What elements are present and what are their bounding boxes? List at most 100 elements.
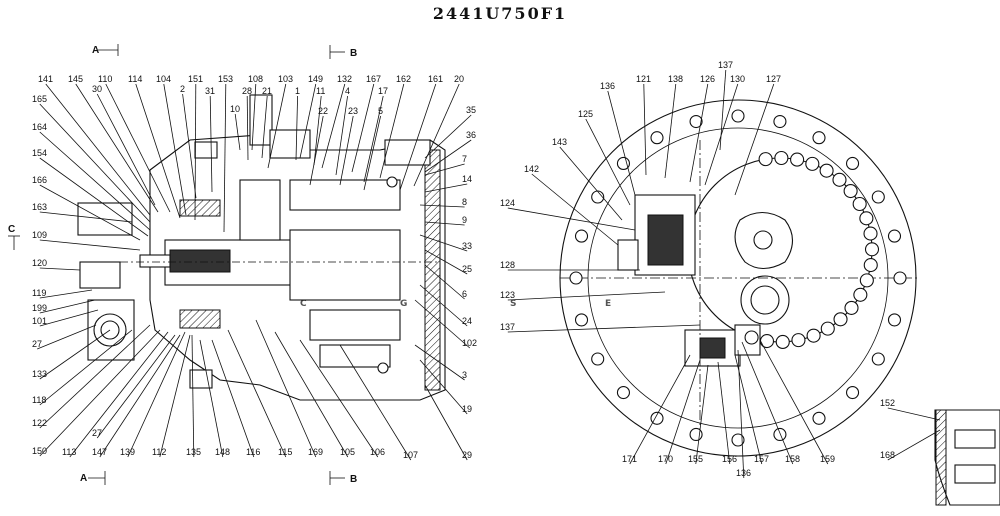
bolt-hole bbox=[650, 411, 664, 425]
left-callout: 3 bbox=[414, 344, 467, 381]
bolt-hole bbox=[773, 427, 787, 442]
leader-line bbox=[413, 83, 460, 187]
leader-line bbox=[39, 131, 151, 231]
bolt-hole bbox=[887, 313, 902, 327]
leader-line bbox=[39, 289, 93, 299]
bearing-ball bbox=[859, 211, 874, 226]
left-callout: 31 bbox=[205, 86, 215, 193]
part-number: 145 bbox=[68, 74, 83, 84]
part-number: 22 bbox=[318, 106, 328, 116]
part-number: 31 bbox=[205, 86, 215, 96]
leader-line bbox=[424, 384, 468, 461]
drawing-title: 2441U750F1 bbox=[432, 4, 568, 23]
left-callout: 118 bbox=[32, 329, 133, 406]
leader-line bbox=[607, 90, 636, 196]
part-number: 1 bbox=[295, 86, 300, 96]
part-number: 150 bbox=[32, 446, 47, 456]
part-number: 6 bbox=[462, 289, 467, 299]
part-number: 137 bbox=[500, 322, 515, 332]
leader-line bbox=[424, 183, 468, 193]
leader-line bbox=[299, 83, 317, 159]
leader-line bbox=[664, 83, 677, 179]
left-callout: 150 bbox=[32, 329, 161, 457]
leader-line bbox=[274, 331, 349, 458]
leader-line bbox=[182, 93, 197, 199]
left-callout: 101 bbox=[32, 309, 99, 327]
left-callout: 109 bbox=[32, 230, 141, 251]
motor-cross-section bbox=[77, 94, 446, 401]
bolt-hole bbox=[846, 386, 860, 400]
left-callout: 148 bbox=[199, 339, 230, 458]
leader-line bbox=[741, 341, 794, 465]
leader-line bbox=[255, 319, 317, 458]
leader-line bbox=[424, 221, 465, 226]
section-c-label: C bbox=[8, 224, 15, 235]
part-number: 114 bbox=[128, 74, 142, 84]
part-number: 27 bbox=[32, 339, 42, 349]
leader-line bbox=[246, 95, 249, 161]
part-number: 127 bbox=[766, 74, 781, 84]
part-number: 30 bbox=[92, 84, 102, 94]
part-number: 161 bbox=[428, 74, 443, 84]
part-number: 158 bbox=[785, 454, 800, 464]
left-callout: 22 bbox=[309, 106, 328, 186]
leader-line bbox=[251, 83, 257, 151]
leader-line bbox=[194, 83, 197, 221]
part-number: 126 bbox=[700, 74, 715, 84]
leader-line bbox=[759, 339, 829, 465]
left-callout: 120 bbox=[32, 258, 81, 271]
leader-line bbox=[75, 83, 159, 213]
part-number: 125 bbox=[578, 109, 593, 119]
part-number: 165 bbox=[32, 94, 47, 104]
leader-line bbox=[39, 329, 133, 406]
part-number: 115 bbox=[278, 447, 292, 457]
leader-line bbox=[734, 354, 763, 465]
part-number: 143 bbox=[552, 137, 567, 147]
leader-line bbox=[339, 344, 412, 461]
part-number: 167 bbox=[366, 74, 381, 84]
left-callout: 21 bbox=[261, 86, 272, 159]
left-callout: 110 bbox=[98, 74, 171, 213]
left-callout: 8 bbox=[419, 197, 467, 208]
left-callout: 107 bbox=[339, 344, 418, 461]
part-number: 133 bbox=[32, 369, 47, 379]
bolt-hole bbox=[689, 114, 703, 129]
right-callout: 158 bbox=[741, 341, 800, 465]
part-number: 10 bbox=[230, 104, 240, 114]
part-number: 110 bbox=[98, 74, 112, 84]
leader-line bbox=[299, 339, 379, 458]
bearing-ball bbox=[853, 287, 868, 302]
bolt-hole bbox=[731, 433, 745, 447]
leader-line bbox=[321, 83, 346, 169]
left-callout: 23 bbox=[339, 106, 358, 186]
right-callout: 124 bbox=[500, 198, 636, 231]
left-callout: 25 bbox=[424, 249, 472, 275]
part-number: 35 bbox=[466, 105, 476, 115]
part-number: 157 bbox=[754, 454, 769, 464]
part-number: 4 bbox=[345, 86, 350, 96]
part-number: 5 bbox=[378, 106, 383, 116]
bearing-ball bbox=[758, 152, 773, 167]
left-callout: 28 bbox=[242, 86, 252, 161]
leader-line bbox=[39, 299, 96, 314]
bolt-hole bbox=[616, 386, 630, 400]
leader-line bbox=[559, 146, 623, 221]
left-callout: 154 bbox=[32, 148, 149, 237]
section-marker-b-bottom: B bbox=[329, 471, 357, 485]
leader-line bbox=[335, 95, 348, 176]
right-callout: 157 bbox=[734, 354, 769, 465]
right-callout: 125 bbox=[578, 109, 631, 206]
leader-line bbox=[717, 361, 731, 465]
bearing-ball bbox=[859, 273, 874, 288]
bearing-ball bbox=[833, 312, 848, 327]
section-b-top-label: B bbox=[350, 48, 357, 59]
leader-line bbox=[39, 329, 111, 380]
leader-line bbox=[199, 339, 224, 458]
leader-line bbox=[665, 359, 701, 465]
leader-line bbox=[105, 83, 171, 213]
leader-line bbox=[209, 95, 213, 193]
left-callout: 108 bbox=[248, 74, 263, 151]
part-number: 19 bbox=[462, 404, 472, 414]
left-callout: 5 bbox=[363, 106, 383, 191]
left-callout: 165 bbox=[32, 94, 151, 223]
